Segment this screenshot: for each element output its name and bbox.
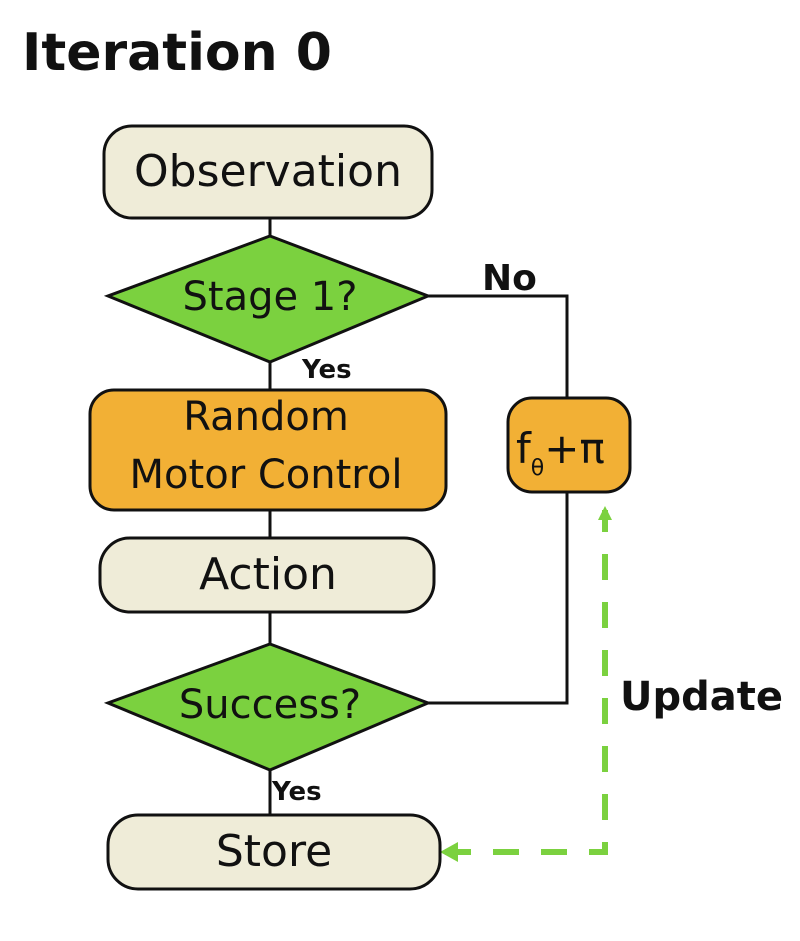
policy-node [506,396,632,494]
policy-pi: +π [544,424,604,473]
success-yes-label: Yes [271,777,322,807]
action-label: Action [199,549,337,600]
policy-label: fθ+π [516,424,605,481]
connector-policy-success [428,492,569,705]
success-decision [103,642,433,772]
policy-theta: θ [531,456,544,481]
connector-stage1-no-branch [428,294,569,398]
success-label: Success? [179,682,361,728]
observation-node [102,124,434,220]
update-loop-arrow [445,506,612,855]
diagram-title: Iteration 0 [22,23,332,83]
stage1-label: Stage 1? [183,274,358,320]
stage1-no-label: No [482,258,537,299]
update-label: Update [620,674,783,720]
stage1-yes-label: Yes [301,355,352,385]
policy-f: f [516,424,532,473]
observation-label: Observation [134,146,402,197]
stage1-decision [103,234,433,364]
random-label-line1: Random [183,394,349,440]
update-arrowhead-store [440,842,458,862]
store-node [106,813,442,891]
random-label-line2: Motor Control [130,452,403,498]
random-motor-control-node [88,388,448,512]
store-label: Store [216,826,332,877]
action-node [98,536,436,614]
